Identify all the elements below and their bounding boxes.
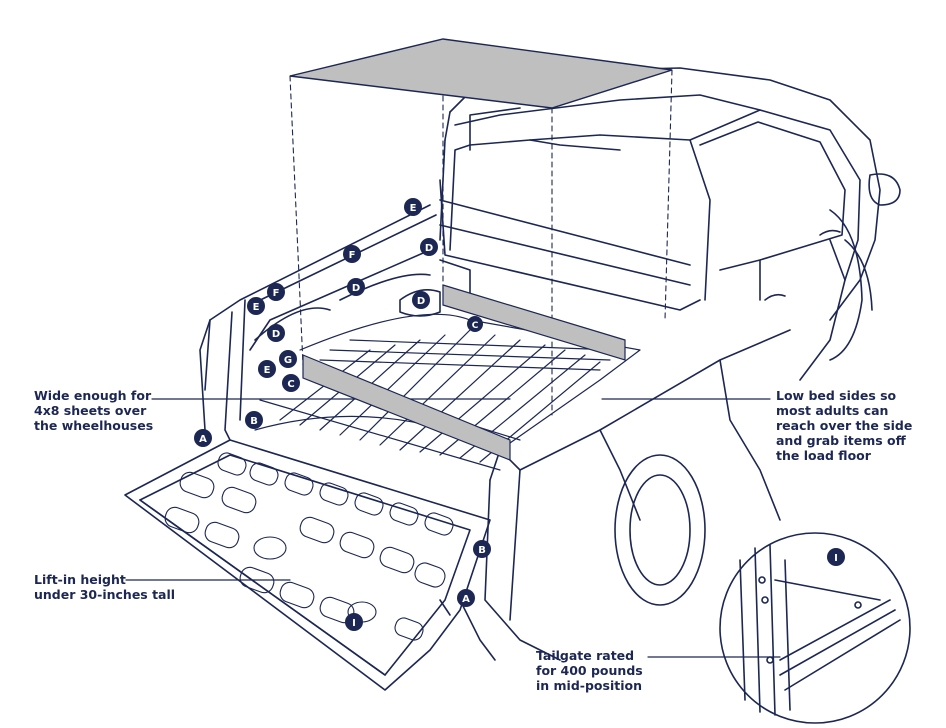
svg-text:D: D (272, 329, 280, 340)
truck-cab (439, 67, 901, 381)
svg-text:F: F (273, 288, 280, 299)
sheet-projection-lines (289, 69, 673, 416)
badge-e-left: E (247, 297, 265, 315)
badge-i-inset: I (827, 548, 845, 566)
svg-text:B: B (250, 416, 258, 427)
svg-text:B: B (478, 545, 486, 556)
sheet-rail-front (302, 354, 511, 461)
svg-text:D: D (425, 243, 433, 254)
sheet-rail-rear (442, 284, 626, 361)
badge-a-right: A (457, 589, 475, 607)
svg-text:I: I (834, 553, 838, 564)
svg-text:D: D (352, 283, 360, 294)
badge-d-mid: D (347, 278, 365, 296)
callout-tailgate: Tailgate rated for 400 pounds in mid-pos… (536, 648, 643, 693)
callout-sheets: Wide enough for 4x8 sheets over the whee… (34, 388, 154, 433)
svg-text:C: C (472, 321, 479, 331)
badge-c-left: C (282, 374, 300, 392)
bed-walls (199, 179, 701, 441)
badge-a-left: A (194, 429, 212, 447)
svg-text:G: G (284, 355, 292, 366)
svg-text:I: I (352, 618, 356, 629)
badge-d-left: D (267, 324, 285, 342)
svg-text:E: E (410, 203, 417, 214)
badge-b-right: B (473, 540, 491, 558)
bed-floor (254, 313, 641, 471)
badge-f-left: F (267, 283, 285, 301)
svg-text:A: A (462, 594, 470, 605)
bed-side-right (484, 209, 873, 661)
badge-d-top: D (420, 238, 438, 256)
badge-b-left: B (245, 411, 263, 429)
plywood-sheet-top (289, 38, 673, 109)
badge-i-tailgate: I (345, 613, 363, 631)
svg-text:C: C (287, 379, 294, 390)
badge-c-floor: C (467, 316, 483, 332)
badge-e-lower: E (258, 360, 276, 378)
svg-text:F: F (349, 250, 356, 261)
badge-f-top: F (343, 245, 361, 263)
badge-e-top: E (404, 198, 422, 216)
svg-text:D: D (417, 296, 425, 307)
badge-d-wheelhouse: D (412, 291, 430, 309)
callout-bed-sides: Low bed sides so most adults can reach o… (776, 388, 913, 463)
svg-text:E: E (253, 302, 260, 313)
svg-text:A: A (199, 434, 207, 445)
tailgate-detail-inset (719, 532, 911, 724)
tailgate (124, 439, 496, 691)
badge-g: G (279, 350, 297, 368)
leader-lines (125, 398, 781, 658)
callout-lift-in: Lift-in height under 30-inches tall (34, 572, 176, 602)
svg-text:E: E (264, 365, 271, 376)
